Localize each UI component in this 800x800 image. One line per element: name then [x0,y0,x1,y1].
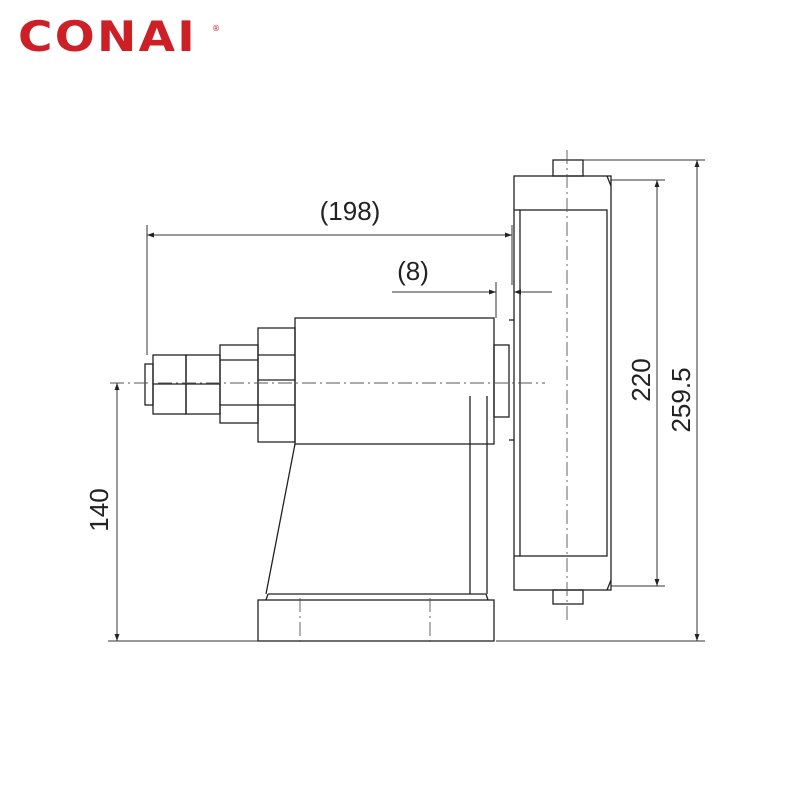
roller-bottom-bolt [552,589,584,605]
base-plate [257,599,495,642]
dim-label-198: (198) [320,196,381,226]
logo-text: CONAI [18,12,197,61]
bolt-tip [144,363,154,406]
dim-label-140: 140 [84,488,114,531]
brand-logo: CONAI ® [18,12,220,62]
housing-block [294,317,495,445]
center-lines [110,150,568,645]
large-nut [257,327,296,443]
roller-top-bolt [552,159,584,177]
roller-inner [519,209,608,557]
dim-label-8: (8) [397,256,429,286]
part-outline [144,159,612,642]
dimension-lines [108,159,705,642]
dim-label-259-5: 259.5 [666,367,696,432]
middle-nut [219,344,259,424]
support-left-edge [265,443,296,595]
shaft-stub [493,344,510,418]
registered-mark: ® [212,24,220,33]
dim-label-220: 220 [626,358,656,401]
